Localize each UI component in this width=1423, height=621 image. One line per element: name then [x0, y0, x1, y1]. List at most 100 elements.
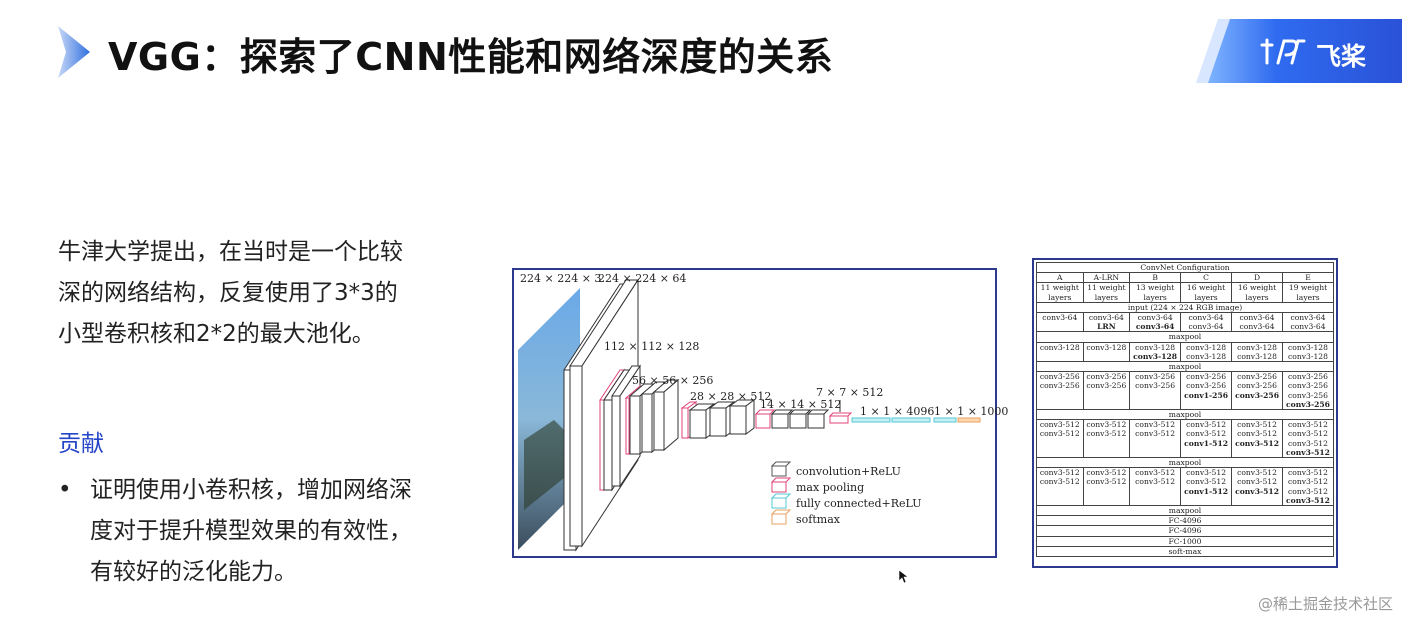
table-cell-line: 11 weight	[1087, 283, 1126, 293]
slide-title: VGG：探索了CNN性能和网络深度的关系	[108, 35, 834, 79]
table-cell: conv3-128	[1036, 341, 1084, 363]
table-cell-line: conv3-128	[1288, 351, 1328, 361]
table-cell-line: conv3-512	[1237, 420, 1277, 430]
table-cell-new-layer: conv3-512	[1235, 438, 1279, 448]
table-cell-new-layer: LRN	[1097, 322, 1116, 332]
table-cell-new-layer: conv3-512	[1286, 495, 1330, 505]
table-cell-new-layer: conv3-128	[1133, 351, 1178, 361]
table-title-row: ConvNet Configuration	[1036, 261, 1334, 274]
table-cell-line: conv3-512	[1186, 429, 1227, 439]
legend-swatch-conv	[771, 465, 787, 477]
table-cell-line: conv3-256	[1288, 381, 1328, 391]
table-cell-line: conv3-256	[1086, 372, 1127, 382]
table-cell-new-layer: conv3-64	[1135, 322, 1175, 332]
stage-label: 1 × 1 × 1000	[934, 405, 1008, 418]
intro-line: 深的网络结构，反复使用了3*3的	[58, 280, 398, 306]
table-cell: maxpool	[1036, 505, 1334, 517]
paddle-logo-icon	[1260, 38, 1306, 65]
table-cell-line: conv3-128	[1237, 351, 1277, 361]
stage-label: 7 × 7 × 512	[816, 386, 883, 399]
diagram-legend: convolution+ReLU max pooling fully conne…	[770, 461, 921, 526]
logo-text: 飞桨	[1316, 42, 1367, 71]
table-cell-line: conv3-128	[1288, 342, 1328, 352]
table-cell: D	[1231, 272, 1284, 284]
table-cell-line: conv3-256	[1039, 381, 1080, 391]
list-item: 度对于提升模型效果的有效性，	[58, 511, 478, 552]
table-input-row: input (224 × 224 RGB image)	[1036, 301, 1334, 314]
legend-label: max pooling	[796, 481, 864, 494]
contribution-heading: 贡献	[58, 431, 104, 457]
table-cell-line: conv3-256	[1288, 372, 1328, 382]
conv-block-5	[754, 409, 830, 429]
table-maxpool-row: maxpool	[1036, 457, 1334, 469]
table-cell-line: conv3-512	[1135, 420, 1176, 430]
table-cell-new-layer: conv1-512	[1184, 438, 1229, 448]
table-cell-new-layer: conv3-256	[1286, 399, 1330, 409]
title-arrow-icon	[58, 26, 90, 78]
table-tail-row: maxpool	[1036, 505, 1334, 517]
table-cell-line: 13 weight	[1135, 283, 1175, 293]
table-cell-line: conv3-512	[1086, 420, 1127, 430]
stage-label: 14 × 14 × 512	[760, 398, 841, 411]
table-cell-line: conv3-64	[1188, 322, 1224, 332]
table-cell-line: conv3-256	[1135, 381, 1176, 391]
table-cell-line: conv3-256	[1039, 372, 1080, 382]
table-cell: A-LRN	[1082, 272, 1131, 284]
table-maxpool-row: maxpool	[1036, 331, 1334, 343]
input-image-detail	[524, 420, 574, 510]
table-cell-line: layers	[1094, 292, 1118, 302]
table-cell: conv3-64	[1036, 312, 1084, 333]
stage-label: 224 × 224 × 64	[598, 272, 686, 285]
table-cell-line: conv3-64	[1290, 322, 1326, 332]
table-cell: soft-max	[1036, 545, 1334, 558]
table-cell-new-layer: conv3-256	[1235, 390, 1279, 400]
stage-label: 28 × 28 × 512	[690, 390, 771, 403]
table-cell-new-layer: conv1-512	[1184, 486, 1229, 496]
vgg-architecture-diagram: 224 × 224 × 3 224 × 224 × 64 112 × 112 ×…	[512, 268, 1008, 558]
table-cell: FC-1000	[1036, 535, 1334, 547]
table-cell-new-layer: conv3-512	[1235, 486, 1279, 496]
table-cell-line: conv3-64	[1088, 313, 1124, 323]
table-cell-line: conv3-256	[1288, 390, 1328, 400]
table-cell-line: conv3-512	[1039, 420, 1080, 430]
list-item: 有较好的泛化能力。	[58, 552, 478, 593]
table-cell-new-layer: conv3-512	[1286, 447, 1330, 457]
table-cell: FC-4096	[1036, 515, 1334, 527]
stage-label: 224 × 224 × 3	[520, 272, 601, 285]
table-cell-line: conv3-512	[1135, 429, 1176, 439]
table-cell-line: conv3-256	[1135, 372, 1176, 382]
table-cell-line: conv3-256	[1237, 381, 1277, 391]
table-cell-line: conv3-512	[1237, 477, 1277, 487]
table-cell: maxpool	[1036, 331, 1334, 343]
table-cell-line: 16 weight	[1237, 283, 1277, 293]
table-cell-line: layers	[1048, 292, 1072, 302]
list-item: • 证明使用小卷积核，增加网络深	[58, 470, 478, 511]
table-cell-line: layers	[1296, 292, 1320, 302]
table-cell-line: conv3-512	[1186, 468, 1227, 478]
table-cell: maxpool	[1036, 409, 1334, 421]
